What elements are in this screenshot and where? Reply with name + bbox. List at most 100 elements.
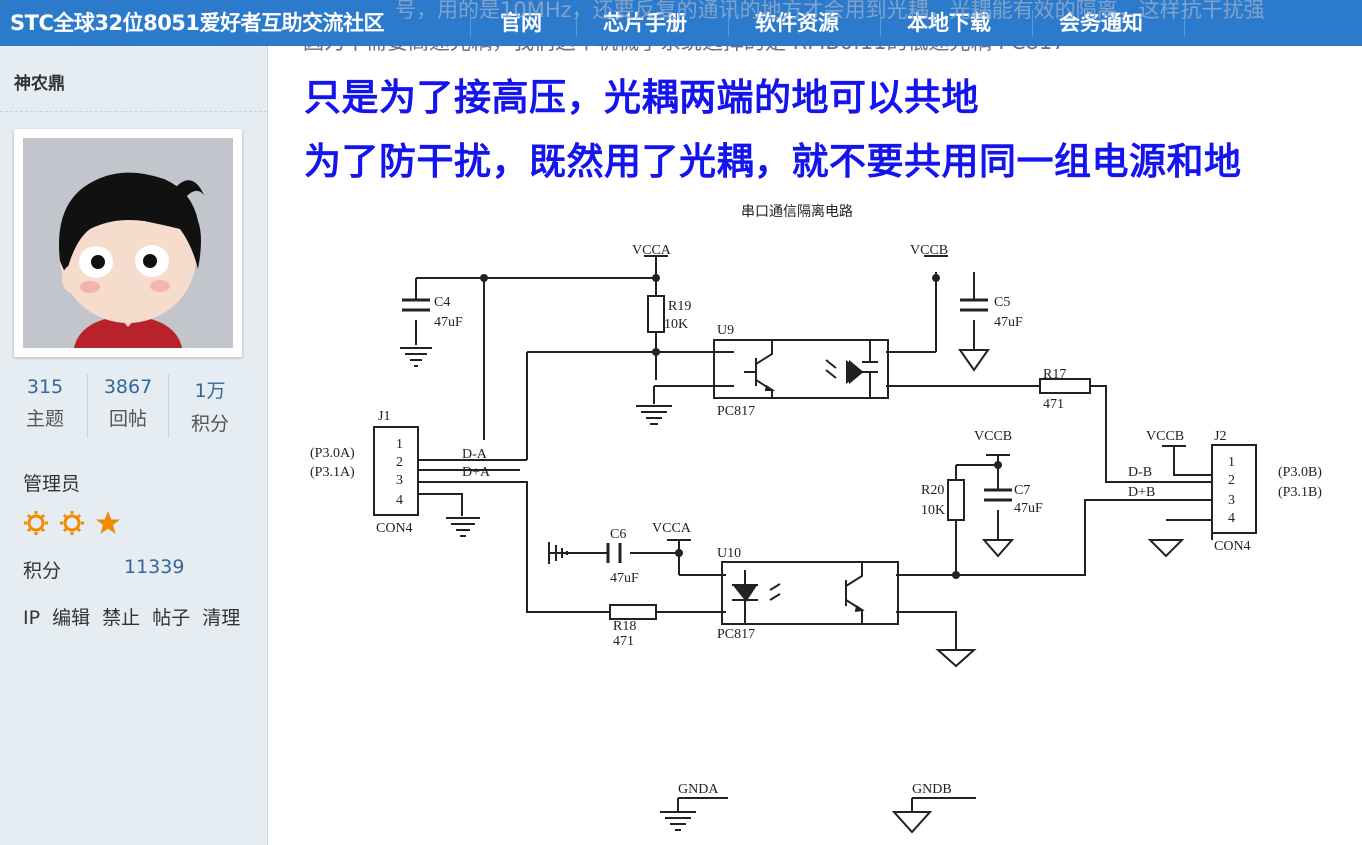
- ground-icon: [981, 539, 1015, 558]
- ground-icon: [660, 797, 728, 831]
- nav-item-software[interactable]: 软件资源: [755, 11, 839, 35]
- label-j1: J1: [378, 409, 390, 424]
- nav-divider: [880, 10, 881, 37]
- stat-topics-label: 主题: [25, 408, 64, 430]
- label-r20-value: 10K: [921, 503, 945, 518]
- label-r20: R20: [921, 483, 944, 498]
- label-con4-j2: CON4: [1214, 539, 1251, 554]
- ground-icon: [446, 517, 480, 537]
- stat-replies-count: 3867: [103, 376, 153, 398]
- label-u10: U10: [717, 546, 741, 561]
- stat-credits-count: 1万: [194, 380, 226, 402]
- label-dpa: D+A: [462, 465, 491, 480]
- label-j2-pin3: 3: [1228, 493, 1235, 508]
- label-c7: C7: [1014, 483, 1030, 498]
- label-p30b: (P3.0B): [1278, 465, 1322, 480]
- label-p30a: (P3.0A): [310, 446, 355, 461]
- label-r18-value: 471: [613, 634, 634, 649]
- stat-replies[interactable]: 3867 回帖: [87, 376, 169, 431]
- stat-topics-count: 315: [26, 376, 64, 398]
- post-heading-line1: 只是为了接高压，光耦两端的地可以共地: [304, 76, 979, 119]
- nav-item-meeting-notice[interactable]: 会务通知: [1059, 11, 1143, 35]
- stat-credits-label: 积分: [190, 413, 229, 435]
- site-brand-link[interactable]: STC全球32位8051爱好者互助交流社区: [10, 11, 385, 35]
- post-heading-line2: 为了防干扰，既然用了光耦，就不要共用同一组电源和地: [304, 140, 1242, 183]
- label-vcca-top: VCCA: [632, 243, 672, 258]
- ground-icon: [400, 347, 432, 367]
- user-profile-sidebar: 神农鼎 315 主题 3867 回帖 1万 积分 管理员: [0, 46, 268, 845]
- stat-topics[interactable]: 315 主题: [4, 376, 86, 431]
- nav-divider: [728, 10, 729, 37]
- admin-link-clean[interactable]: 清理: [202, 607, 241, 629]
- label-r19-value: 10K: [664, 317, 688, 332]
- admin-link-ip[interactable]: IP: [23, 607, 41, 629]
- username-link[interactable]: 神农鼎: [14, 74, 65, 94]
- label-c6-value: 47uF: [610, 571, 639, 586]
- sun-icon: [60, 511, 84, 535]
- label-gnda: GNDA: [678, 782, 719, 797]
- admin-actions: IP 编辑 禁止 帖子 清理: [23, 603, 246, 630]
- label-dma: D-A: [462, 447, 488, 462]
- stat-credits[interactable]: 1万 积分: [169, 376, 251, 436]
- admin-link-ban[interactable]: 禁止: [102, 607, 141, 629]
- label-gndb: GNDB: [912, 782, 952, 797]
- ground-icon: [548, 542, 568, 564]
- nav-item-official-site[interactable]: 官网: [500, 11, 542, 35]
- label-r17: R17: [1043, 367, 1066, 382]
- admin-link-posts[interactable]: 帖子: [152, 607, 191, 629]
- nav-divider: [576, 10, 577, 37]
- label-pc817-u10: PC817: [717, 627, 755, 642]
- label-j1-pin3: 3: [396, 473, 403, 488]
- label-c6: C6: [610, 527, 626, 542]
- label-c7-value: 47uF: [1014, 501, 1043, 516]
- stat-replies-label: 回帖: [108, 408, 147, 430]
- label-c5-value: 47uF: [994, 315, 1023, 330]
- label-j2-pin2: 2: [1228, 473, 1235, 488]
- label-c4: C4: [434, 295, 450, 310]
- top-navigation-bar: STC全球32位8051爱好者互助交流社区 官网 芯片手册 软件资源 本地下载 …: [0, 0, 1362, 46]
- label-con4-j1: CON4: [376, 521, 413, 536]
- label-r19: R19: [668, 299, 691, 314]
- label-dpb: D+B: [1128, 485, 1155, 500]
- stat-divider: [87, 374, 88, 438]
- label-j1-pin1: 1: [396, 437, 403, 452]
- credit-value: 11339: [124, 556, 185, 578]
- ground-icon: [935, 649, 977, 668]
- ground-icon: [636, 405, 672, 425]
- label-p31b: (P3.1B): [1278, 485, 1322, 500]
- label-j1-pin2: 2: [396, 455, 403, 470]
- label-c5: C5: [994, 295, 1010, 310]
- label-j1-pin4: 4: [396, 493, 403, 508]
- nav-divider: [1032, 10, 1033, 37]
- optocoupler-isolation-schematic: 串口通信隔离电路 VCCA: [310, 203, 1322, 834]
- schematic-title: 串口通信隔离电路: [741, 203, 853, 220]
- credit-label: 积分: [23, 560, 62, 582]
- nav-divider: [470, 10, 471, 37]
- label-j2-pin4: 4: [1228, 511, 1235, 526]
- sun-icon: [24, 511, 48, 535]
- avatar[interactable]: [14, 129, 242, 357]
- ground-icon: [958, 349, 990, 372]
- label-j2-pin1: 1: [1228, 455, 1235, 470]
- admin-link-edit[interactable]: 编辑: [52, 607, 91, 629]
- star-icon: [96, 511, 120, 534]
- label-u9: U9: [717, 323, 734, 338]
- nav-item-local-download[interactable]: 本地下载: [907, 11, 991, 35]
- label-vccb-top: VCCB: [910, 243, 948, 258]
- user-role-link[interactable]: 管理员: [23, 473, 81, 495]
- label-vccb-mid: VCCB: [974, 429, 1012, 444]
- nav-item-chip-manual[interactable]: 芯片手册: [603, 11, 687, 35]
- label-r17-value: 471: [1043, 397, 1064, 412]
- label-p31a: (P3.1A): [310, 465, 355, 480]
- user-rank-stars: [22, 508, 132, 542]
- label-j2: J2: [1214, 429, 1226, 444]
- label-pc817-u9: PC817: [717, 404, 755, 419]
- ground-icon: [891, 797, 976, 834]
- label-vcca-bottom: VCCA: [652, 521, 692, 536]
- ground-icon: [1147, 539, 1185, 558]
- label-dmb: D-B: [1128, 465, 1152, 480]
- stat-divider: [168, 374, 169, 438]
- divider: [0, 111, 267, 112]
- label-c4-value: 47uF: [434, 315, 463, 330]
- label-r18: R18: [613, 619, 636, 634]
